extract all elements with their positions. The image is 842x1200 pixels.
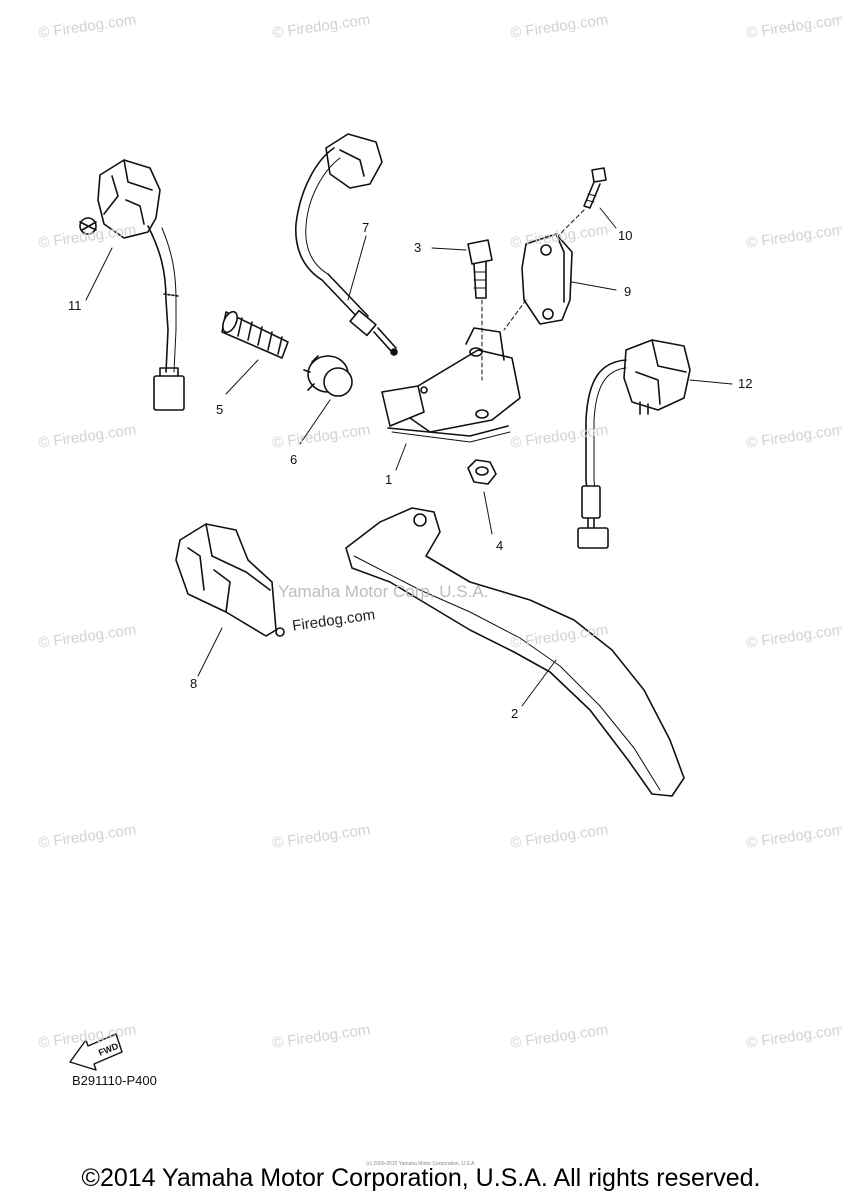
fwd-arrow-icon bbox=[69, 1033, 123, 1071]
part-11-left-switch bbox=[79, 159, 185, 411]
callout-9: 9 bbox=[624, 284, 632, 299]
callout-10: 10 bbox=[618, 228, 633, 243]
callout-11: 11 bbox=[68, 298, 82, 313]
tiny-copyright-note: (c) 2000-2015 Yamaha Motor Corporation, … bbox=[366, 1161, 476, 1167]
callout-6: 6 bbox=[290, 452, 298, 467]
part-4-nut bbox=[467, 459, 497, 485]
part-6-adjuster bbox=[303, 355, 353, 397]
callout-2: 2 bbox=[511, 706, 519, 721]
part-9-clamp bbox=[503, 233, 573, 331]
copyright-footer: ©2014 Yamaha Motor Corporation, U.S.A. A… bbox=[81, 1164, 761, 1192]
callout-7: 7 bbox=[362, 220, 370, 235]
callout-1: 1 bbox=[385, 472, 393, 487]
part-12-switch bbox=[577, 339, 691, 549]
center-watermark-line1: Yamaha Motor Corp, U.S.A. bbox=[278, 582, 489, 601]
callout-3: 3 bbox=[414, 240, 422, 255]
part-5-boot bbox=[221, 310, 289, 359]
diagram-code: B291110-P400 bbox=[72, 1073, 157, 1088]
part-8-guard bbox=[175, 523, 285, 637]
callout-4: 4 bbox=[496, 538, 504, 553]
part-7-clutch-switch bbox=[295, 133, 398, 356]
part-1-lever-holder bbox=[381, 327, 521, 443]
part-10-screw bbox=[539, 167, 607, 255]
part-3-bolt bbox=[467, 239, 493, 381]
leader-lines bbox=[85, 207, 733, 707]
callout-8: 8 bbox=[190, 676, 198, 691]
callout-5: 5 bbox=[216, 402, 224, 417]
callout-12: 12 bbox=[738, 376, 753, 391]
part-2-lever bbox=[345, 507, 685, 797]
